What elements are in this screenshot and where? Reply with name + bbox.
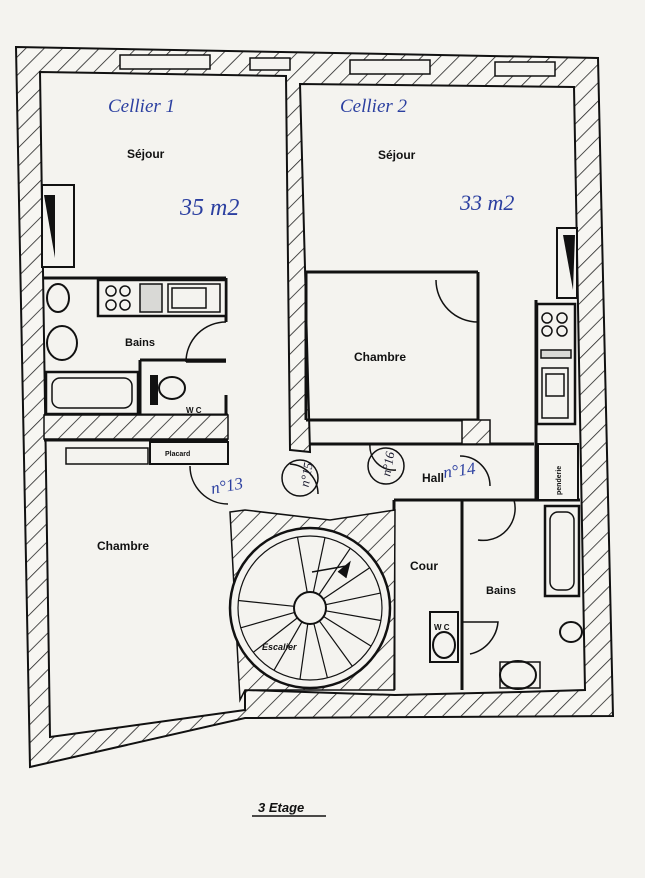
- right-sejour-label: Séjour: [378, 148, 416, 162]
- stair-tread: [318, 620, 353, 667]
- spiral-staircase: [228, 509, 396, 703]
- stair-tread: [273, 621, 303, 671]
- window-shade: [44, 195, 55, 258]
- left-area-label: 35 m2: [179, 195, 239, 221]
- hall-label: Hall: [422, 471, 444, 485]
- right-kitchen: [535, 302, 577, 426]
- door-16-label: n°16: [378, 450, 397, 477]
- stair-tread: [325, 592, 381, 606]
- door-16-circle: [367, 447, 405, 485]
- stair-tread: [312, 537, 326, 593]
- placard-label: Placard: [165, 451, 190, 458]
- door-14-label: n°14: [442, 459, 477, 482]
- stair-tread: [323, 615, 372, 647]
- stair-tread: [313, 623, 329, 679]
- stair-tread: [238, 599, 295, 607]
- left-wc-label: W C: [186, 406, 202, 415]
- toilet-left: [46, 283, 70, 313]
- floor-label: 3 Etage: [258, 800, 304, 815]
- windows: [119, 54, 556, 77]
- stair-tread: [318, 547, 351, 596]
- right-doors: [369, 279, 516, 655]
- stair-tread: [322, 567, 371, 600]
- left-sejour-label: Séjour: [127, 147, 165, 161]
- placard: [149, 441, 229, 465]
- penderie: [537, 443, 579, 501]
- bathtub-right: [543, 504, 581, 598]
- stair-tread: [240, 611, 295, 629]
- exterior-wall: [14, 45, 615, 769]
- door-15-label: n°15: [297, 461, 316, 488]
- left-doors: [185, 321, 319, 505]
- cellier-2-title: Cellier 2: [340, 96, 408, 117]
- right-area-label: 33 m2: [459, 190, 514, 215]
- stair-tread: [296, 536, 308, 593]
- escalier-label: Escalier: [262, 642, 297, 652]
- door-13-label: n°13: [209, 474, 244, 498]
- right-bains-label: Bains: [486, 585, 516, 597]
- stair-tread: [252, 617, 298, 653]
- bathtub-left: [44, 370, 140, 416]
- left-bains-label: Bains: [125, 337, 155, 349]
- left-chambre-label: Chambre: [97, 539, 149, 553]
- stair-tread: [325, 610, 382, 622]
- penderie-label: penderie: [556, 466, 563, 495]
- stair-tread: [299, 623, 309, 680]
- bidet-right: [559, 621, 583, 643]
- sink-left: [46, 325, 78, 361]
- right-chambre-label: Chambre: [354, 350, 406, 364]
- right-wc-label: W C: [434, 623, 450, 632]
- door-15-circle: [281, 459, 319, 497]
- cellier-1-title: Cellier 1: [108, 96, 175, 117]
- cour-label: Cour: [410, 559, 438, 573]
- wc-bowl-left: [158, 376, 186, 400]
- left-kitchen: [96, 278, 228, 318]
- sink-right: [499, 660, 537, 690]
- wc-bowl-right: [432, 631, 456, 659]
